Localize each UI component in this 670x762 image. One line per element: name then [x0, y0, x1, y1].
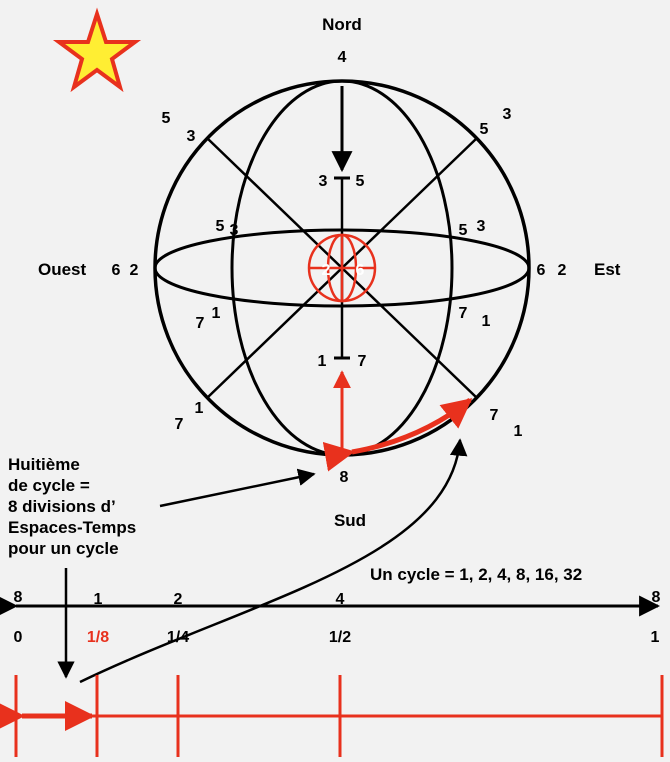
num-ul-inner-3: 3: [230, 222, 239, 239]
num-north-inner-3: 3: [319, 173, 328, 190]
num-lr-inner-7: 7: [459, 305, 468, 322]
num-ur-inner-5: 5: [459, 222, 468, 239]
label-east: Est: [594, 260, 621, 279]
num-south-inner-1: 1: [318, 353, 327, 370]
axis-label-8-right: 8: [652, 589, 661, 606]
num-ul-outer-3: 3: [187, 128, 196, 145]
center-globe-icon: [307, 233, 377, 303]
label-south: Sud: [334, 511, 366, 530]
num-ur-outer-3: 3: [503, 106, 512, 123]
annotation-line-2: de cycle =: [8, 476, 90, 495]
num-east-2: 2: [558, 262, 567, 279]
fraction-0: 0: [14, 629, 23, 646]
num-center-2: 2: [322, 262, 331, 279]
cycle-title: Un cycle = 1, 2, 4, 8, 16, 32: [370, 565, 582, 584]
num-ll-inner-7: 7: [196, 315, 205, 332]
label-north: Nord: [322, 15, 362, 34]
num-west-2: 2: [130, 262, 139, 279]
annotation-arrow: [159, 468, 316, 508]
num-center-6: 6: [356, 262, 365, 279]
num-south-inner-7: 7: [358, 353, 367, 370]
fraction-1-2: 1/2: [329, 629, 351, 646]
annotation-line-5: pour un cycle: [8, 539, 119, 558]
num-lr-inner-1: 1: [482, 313, 491, 330]
num-north-4: 4: [338, 49, 347, 66]
num-lr-outer-1: 1: [514, 423, 523, 440]
num-ll-outer-1: 1: [195, 400, 204, 417]
num-south-8: 8: [340, 469, 349, 486]
num-lr-outer-7: 7: [490, 407, 499, 424]
fraction-1-8: 1/8: [87, 629, 109, 646]
num-west-6: 6: [112, 262, 121, 279]
label-west: Ouest: [38, 260, 87, 279]
axis-label-4: 4: [336, 591, 345, 608]
num-ur-inner-3: 3: [477, 218, 486, 235]
num-ll-inner-1: 1: [212, 305, 221, 322]
num-ll-outer-7: 7: [175, 416, 184, 433]
annotation-line-4: Espaces-Temps: [8, 518, 136, 537]
red-scale: [14, 675, 664, 757]
star-icon: [52, 7, 142, 93]
annotation-line-3: 8 divisions d’: [8, 497, 116, 516]
scale-to-sphere-arrow: [79, 438, 468, 684]
annotation-line-1: Huitième: [8, 455, 80, 474]
rotation-double-arrow: [322, 398, 473, 472]
fraction-1-4: 1/4: [167, 629, 189, 646]
axis-label-2: 2: [174, 591, 183, 608]
axis-label-8-left: 8: [14, 589, 23, 606]
num-ul-outer-5: 5: [162, 110, 171, 127]
num-ur-outer-5: 5: [480, 121, 489, 138]
fraction-1: 1: [651, 629, 660, 646]
num-ul-inner-5: 5: [216, 218, 225, 235]
axis-label-1: 1: [94, 591, 103, 608]
num-east-6: 6: [537, 262, 546, 279]
num-north-inner-5: 5: [356, 173, 365, 190]
